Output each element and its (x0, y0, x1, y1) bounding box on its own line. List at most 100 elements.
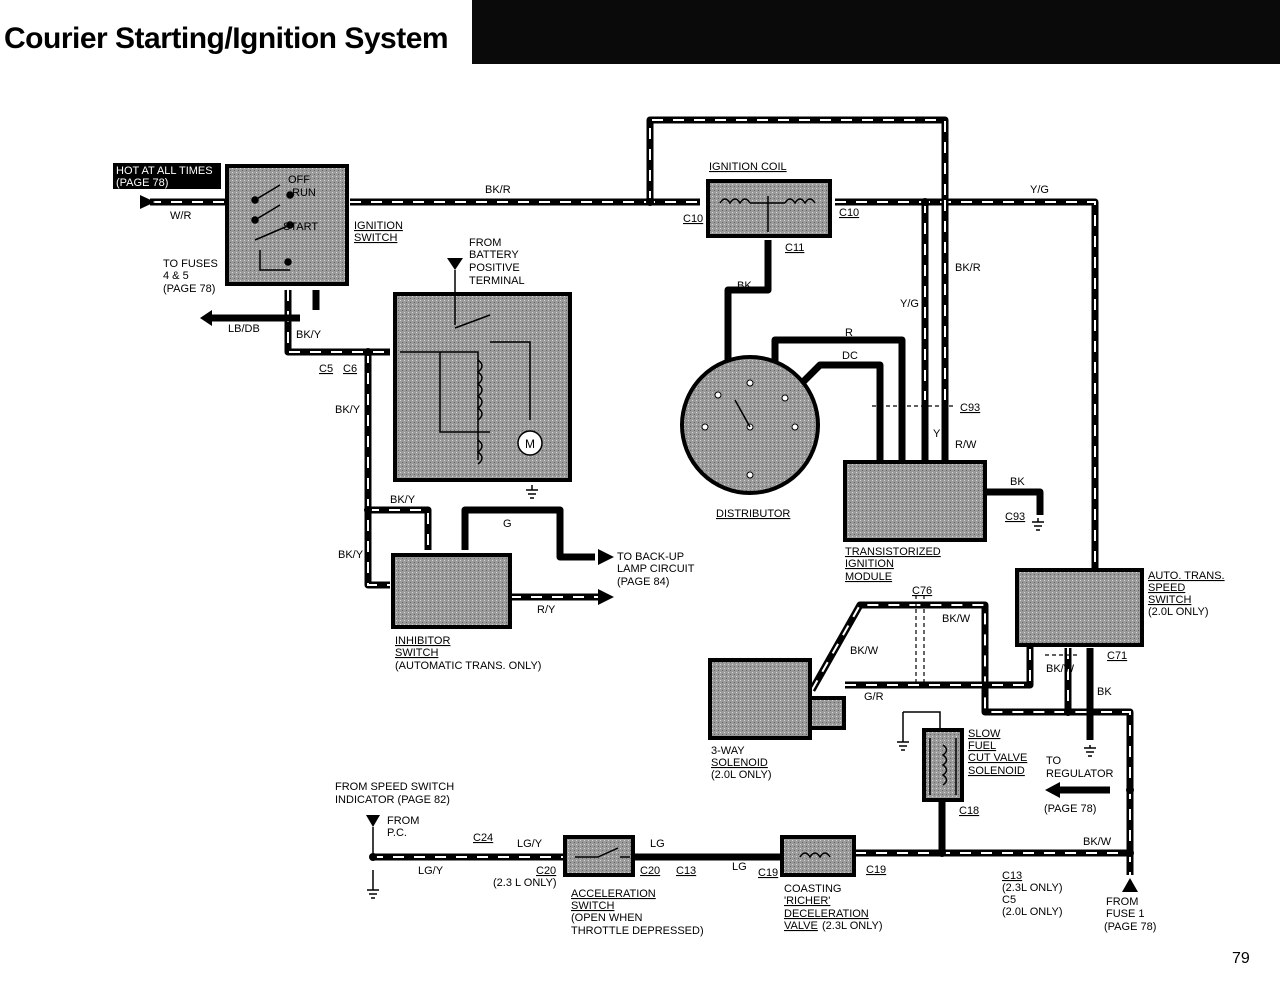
c13-label-2: C13 (1002, 870, 1022, 882)
acc-label-4: THROTTLE DEPRESSED) (571, 925, 704, 937)
sfcv-label-2: FUEL (968, 740, 996, 752)
fuses-label-2: 4 & 5 (163, 270, 189, 282)
lgy-label-1: LG/Y (517, 838, 543, 850)
fuses-label-1: TO FUSES (163, 258, 218, 270)
bkw-label-2: BK/W (850, 645, 879, 657)
bky-label-4: BK/Y (338, 549, 364, 561)
ats-label-4: (2.0L ONLY) (1148, 606, 1209, 618)
to-reg-label-2: REGULATOR (1046, 768, 1113, 780)
from-batt-2: BATTERY (469, 249, 519, 261)
g-label: G (503, 518, 512, 530)
c11-label: C11 (785, 242, 804, 254)
page-number: 79 (1232, 950, 1250, 967)
c5-note: (2.0L ONLY) (1002, 906, 1063, 918)
c20-right-label: C20 (640, 865, 660, 877)
switch-internals (251, 184, 294, 271)
bkw-label-3: BK/W (1046, 663, 1075, 675)
ground-symbols (367, 485, 1096, 899)
crd-label-1: COASTING (784, 883, 841, 895)
solenoid-plunger (808, 696, 846, 730)
acc-internals (575, 847, 630, 858)
solid-wires (461, 240, 1094, 740)
coasting-richer-valve-box (780, 835, 856, 877)
starter-motor-box (393, 292, 572, 482)
bk-label-3: BK (1097, 686, 1112, 698)
motor-label: M (525, 437, 535, 451)
sfcv-label-1: SLOW (968, 728, 1001, 740)
ign-coil-label: IGNITION COIL (709, 161, 787, 173)
arrows (140, 195, 1138, 892)
run-label: RUN (292, 187, 316, 199)
inhibitor-switch-box (391, 553, 512, 629)
bky-label-2: BK/Y (335, 404, 361, 416)
crd-label-5: (2.3L ONLY) (822, 920, 883, 932)
backup-label-2: LAMP CIRCUIT (617, 563, 695, 575)
c20-note: (2.3 L ONLY) (493, 877, 557, 889)
inh-label-1: INHIBITOR (395, 635, 450, 647)
yg-label-1: Y/G (1030, 184, 1049, 196)
c5-label: C5 (319, 363, 333, 375)
c93-label-2: C93 (1005, 511, 1025, 523)
crd-label-3: DECELERATION (784, 908, 869, 920)
lbdb-label: LB/DB (228, 323, 260, 335)
starter-internals (400, 314, 543, 465)
distributor-internals (701, 379, 799, 479)
tim-label-3: MODULE (845, 571, 892, 583)
sol3-label-1: 3-WAY (711, 745, 745, 757)
dc-label: DC (842, 350, 858, 362)
sfcv-internals (929, 738, 957, 795)
sfcv-label-3: CUT VALVE (968, 752, 1027, 764)
start-label: START (283, 221, 318, 233)
tim-label-1: TRANSISTORIZED (845, 546, 941, 558)
c93-label-1: C93 (960, 402, 980, 414)
inh-label-3: (AUTOMATIC TRANS. ONLY) (395, 660, 541, 672)
sfcv-label-4: SOLENOID (968, 765, 1025, 777)
coil-internals (719, 196, 816, 232)
from-batt-3: POSITIVE (469, 262, 520, 274)
c10-right-label: C10 (839, 207, 859, 219)
lg-label-1: LG (650, 838, 665, 850)
acc-label-1: ACCELERATION (571, 888, 656, 900)
ignition-coil-box (706, 179, 832, 238)
c24-label: C24 (473, 832, 493, 844)
distributor-label: DISTRIBUTOR (716, 508, 790, 520)
wr-label: W/R (170, 210, 191, 222)
to-reg-label-1: TO (1046, 755, 1062, 767)
ign-switch-label-1: IGNITION (354, 220, 403, 232)
off-label: OFF (288, 174, 310, 186)
backup-label-1: TO BACK-UP (617, 551, 684, 563)
bkw-label-1: BK/W (942, 613, 971, 625)
c13-note: (2.3L ONLY) (1002, 882, 1063, 894)
from-pc-1: FROM (387, 815, 419, 827)
c6-label: C6 (343, 363, 357, 375)
diagram-labels: W/R OFF RUN START IGNITION SWITCH TO FUS… (163, 161, 1225, 937)
bky-label-3: BK/Y (390, 494, 416, 506)
ign-switch-label-2: SWITCH (354, 232, 397, 244)
sol3-label-3: (2.0L ONLY) (711, 769, 772, 781)
ats-label-3: SWITCH (1148, 594, 1191, 606)
lg-label-2: LG (732, 861, 747, 873)
c5-label-2: C5 (1002, 894, 1016, 906)
fuse1-label-2: FUSE 1 (1106, 908, 1145, 920)
to-reg-label-3: (PAGE 78) (1044, 803, 1096, 815)
three-way-solenoid-box (708, 658, 812, 740)
from-batt-1: FROM (469, 237, 501, 249)
c19-right-label: C19 (866, 864, 886, 876)
dashed-connectors (872, 405, 1080, 685)
page-title: Courier Starting/Ignition System (4, 22, 449, 55)
c71-label: C71 (1107, 650, 1127, 662)
bkr-label-1: BK/R (485, 184, 511, 196)
acc-label-3: (OPEN WHEN (571, 912, 643, 924)
hot-label: HOT AT ALL TIMES (116, 165, 213, 177)
acc-label-2: SWITCH (571, 900, 614, 912)
fss-label-1: FROM SPEED SWITCH (335, 781, 454, 793)
fss-label-2: INDICATOR (PAGE 82) (335, 794, 450, 806)
ignition-module-box (843, 460, 987, 542)
c20-left-label: C20 (536, 865, 556, 877)
lgy-label-2: LG/Y (418, 865, 444, 877)
c18-label: C18 (959, 805, 979, 817)
title-banner (472, 0, 1280, 64)
gr-label: G/R (864, 691, 884, 703)
ats-label-1: AUTO. TRANS. (1148, 570, 1225, 582)
sol3-label-2: SOLENOID (711, 757, 768, 769)
